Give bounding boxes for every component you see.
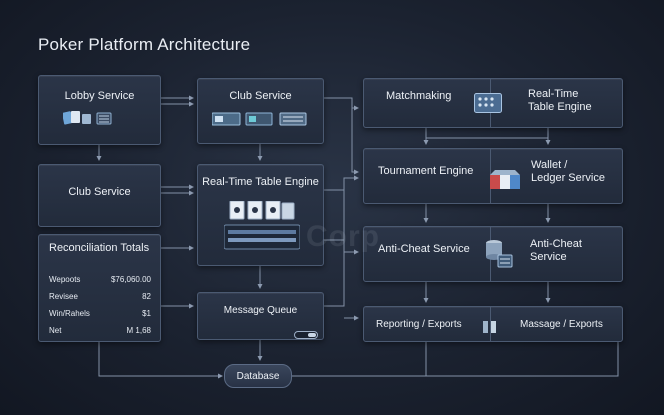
- lobby-service-box: Lobby Service: [38, 75, 161, 145]
- matchmaking-label: Matchmaking: [386, 90, 452, 102]
- reporting-exports-box: Reporting / Exports Massage / Exports: [363, 306, 623, 342]
- realtime-table-engine-center-box: Real-Time Table Engine: [197, 164, 324, 266]
- anti-cheat-left-label: Anti-Cheat Service: [378, 243, 470, 255]
- realtime-right-label-1: Real-Time: [528, 88, 579, 100]
- watermark: Corp: [306, 220, 380, 253]
- club-service-top-box: Club Service: [197, 78, 324, 144]
- tournament-engine-box: Tournament Engine Wallet / Ledger Servic…: [363, 148, 623, 204]
- wallet-label-2: Ledger Service: [531, 172, 605, 184]
- reconciliation-totals-panel: Reconciliation Totals Wepoots $76,060.00…: [38, 234, 161, 342]
- server-rack-icon: [211, 111, 312, 132]
- recon-row-value: $1: [142, 309, 151, 318]
- anti-cheat-right-label-1: Anti-Cheat: [530, 238, 582, 250]
- database-node: Database: [224, 364, 292, 388]
- message-queue-label: Message Queue: [223, 305, 298, 316]
- anti-cheat-box: Anti-Cheat Service Anti-Cheat Service: [363, 226, 623, 282]
- club-service-left-box: Club Service: [38, 164, 161, 227]
- wallet-label-1: Wallet /: [531, 159, 568, 171]
- recon-row-label: Wepoots: [49, 275, 81, 284]
- message-queue-box: Message Queue: [197, 292, 324, 340]
- recon-row-value: M 1,68: [126, 326, 151, 335]
- club-service-top-label: Club Service: [229, 90, 292, 102]
- realtime-right-label-2: Table Engine: [528, 101, 592, 113]
- recon-row-value: 82: [142, 292, 151, 301]
- realtime-table-engine-center-label: Real-Time Table Engine: [202, 176, 319, 188]
- reconciliation-title: Reconciliation Totals: [49, 242, 150, 254]
- page-title: Poker Platform Architecture: [38, 35, 251, 54]
- massage-exports-label: Massage / Exports: [520, 319, 603, 330]
- recon-row-value: $76,060.00: [110, 275, 151, 284]
- database-stack-icon: [484, 239, 514, 274]
- recon-row-label: Net: [49, 326, 62, 335]
- tournament-engine-label: Tournament Engine: [378, 165, 474, 177]
- reporting-exports-label: Reporting / Exports: [376, 319, 462, 330]
- matchmaking-box: Matchmaking Real-Time Table Engine: [363, 78, 623, 128]
- club-service-left-label: Club Service: [68, 186, 131, 198]
- cards-icon: [62, 110, 123, 131]
- grid-panel-icon: [474, 93, 502, 118]
- playing-cards-icon: [223, 200, 301, 262]
- anti-cheat-right-label-2: Service: [530, 251, 567, 263]
- export-pipes-icon: [482, 319, 498, 340]
- lobby-service-label: Lobby Service: [64, 90, 135, 102]
- recon-row-label: Revisee: [49, 292, 78, 301]
- cube-stack-icon: [490, 169, 520, 196]
- database-label: Database: [236, 371, 280, 382]
- queue-bar-icon: [294, 326, 318, 344]
- recon-row-label: Win/Rahels: [49, 309, 90, 318]
